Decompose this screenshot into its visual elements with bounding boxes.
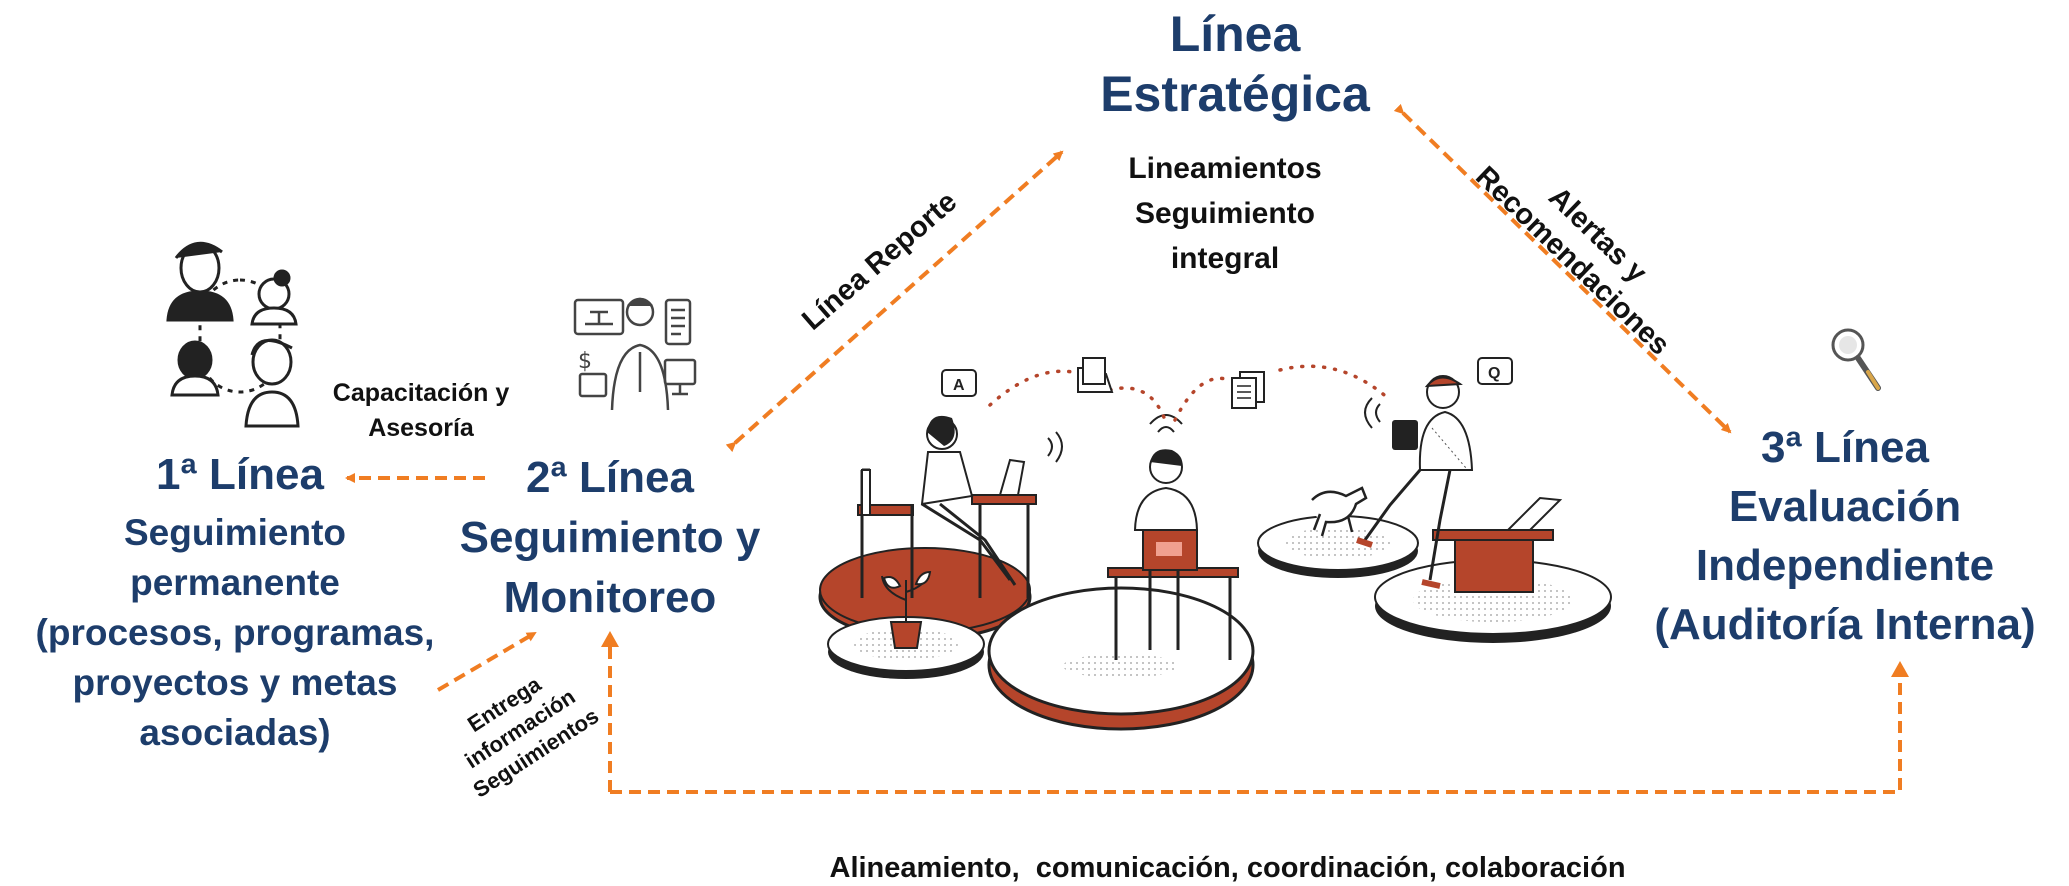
- third-title-line: Independiente: [1695, 541, 1995, 590]
- svg-text:A: A: [953, 377, 965, 394]
- strategic-title-line: Línea: [1169, 6, 1301, 62]
- strategic-sub-line: integral: [1170, 242, 1280, 275]
- first-sub-line: (procesos, programas,: [35, 612, 435, 653]
- plant-icon: [889, 621, 923, 649]
- speech-bubble-a-icon: [941, 369, 977, 397]
- strategic-subtitle: Lineamientos Seguimiento integral: [1075, 146, 1375, 281]
- third-title-line: Evaluación: [1728, 482, 1962, 531]
- svg-text:$: $: [578, 349, 592, 374]
- document-icon: [1082, 357, 1106, 385]
- speech-bubble-q-icon: [1477, 357, 1513, 385]
- people-network-icon: [166, 241, 300, 428]
- magnifier-icon: [1831, 328, 1881, 391]
- remote-work-illustration: A Q: [818, 357, 1612, 731]
- second-title-line: Seguimiento y: [459, 513, 761, 562]
- arrow-alineamiento: [608, 636, 1902, 794]
- dog-icon: [1311, 486, 1368, 537]
- arrow-linea-reporte: [725, 150, 1064, 453]
- third-title-line: 3ª Línea: [1761, 423, 1929, 472]
- third-line-title: 3ª Línea Evaluación Independiente (Audit…: [1625, 418, 2065, 654]
- first-sub-line: permanente: [130, 562, 340, 603]
- second-line-title: 2ª Línea Seguimiento y Monitoreo: [430, 448, 790, 628]
- diagram-canvas: $: [166, 103, 1909, 794]
- second-title-line: 2ª Línea: [526, 453, 694, 502]
- first-sub-line: Seguimiento: [123, 512, 347, 553]
- first-line-subtitle: Seguimiento permanente (procesos, progra…: [0, 508, 470, 758]
- second-title-line: Monitoreo: [503, 573, 717, 622]
- third-title-line: (Auditoría Interna): [1654, 600, 2036, 649]
- analyst-with-charts-icon: $: [573, 297, 697, 411]
- strategic-sub-line: Seguimiento: [1134, 197, 1315, 230]
- first-line-title: 1ª Línea: [156, 450, 324, 499]
- arrow-alertas: [1393, 103, 1732, 434]
- strategic-sub-line: Lineamientos: [1128, 152, 1322, 185]
- capacitacion-label: Capacitación y Asesoría: [332, 379, 510, 442]
- strategic-title-line: Estratégica: [1100, 66, 1370, 122]
- strategic-title: Línea Estratégica: [1075, 4, 1395, 124]
- first-sub-line: proyectos y metas: [72, 662, 398, 703]
- first-sub-line: asociadas): [139, 712, 331, 753]
- alineamiento-label: Alineamiento, comunicación, coordinación…: [829, 852, 1626, 884]
- svg-text:Q: Q: [1488, 365, 1500, 382]
